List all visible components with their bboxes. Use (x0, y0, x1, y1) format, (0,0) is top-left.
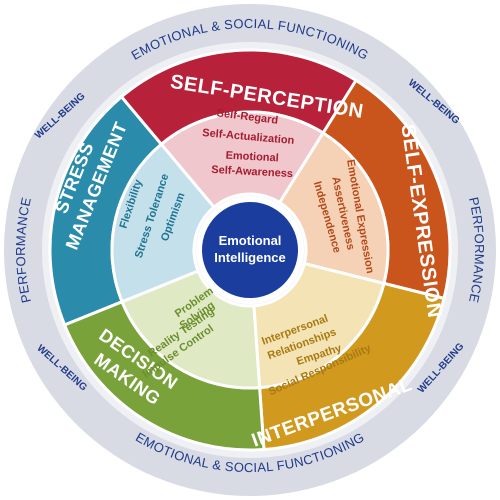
center-label-line1: Emotional (219, 233, 282, 248)
center-label-line2: Intelligence (214, 250, 286, 265)
center-circle (202, 202, 298, 298)
segment-inner-self-expression (277, 130, 390, 286)
segment-inner-self-perception (159, 110, 326, 210)
ring-label-left: PERFORMANCE (13, 196, 34, 305)
segment-inner-decision-making (120, 269, 262, 390)
segment-inner-stress-management (110, 142, 217, 304)
subscale-emotional: Emotional (225, 150, 279, 165)
subscale-self-awareness: Self-Awareness (211, 164, 293, 180)
segment-inner-interpersonal (252, 261, 386, 390)
domain-segments (48, 48, 452, 452)
ring-label-right: PERFORMANCE (466, 196, 487, 305)
